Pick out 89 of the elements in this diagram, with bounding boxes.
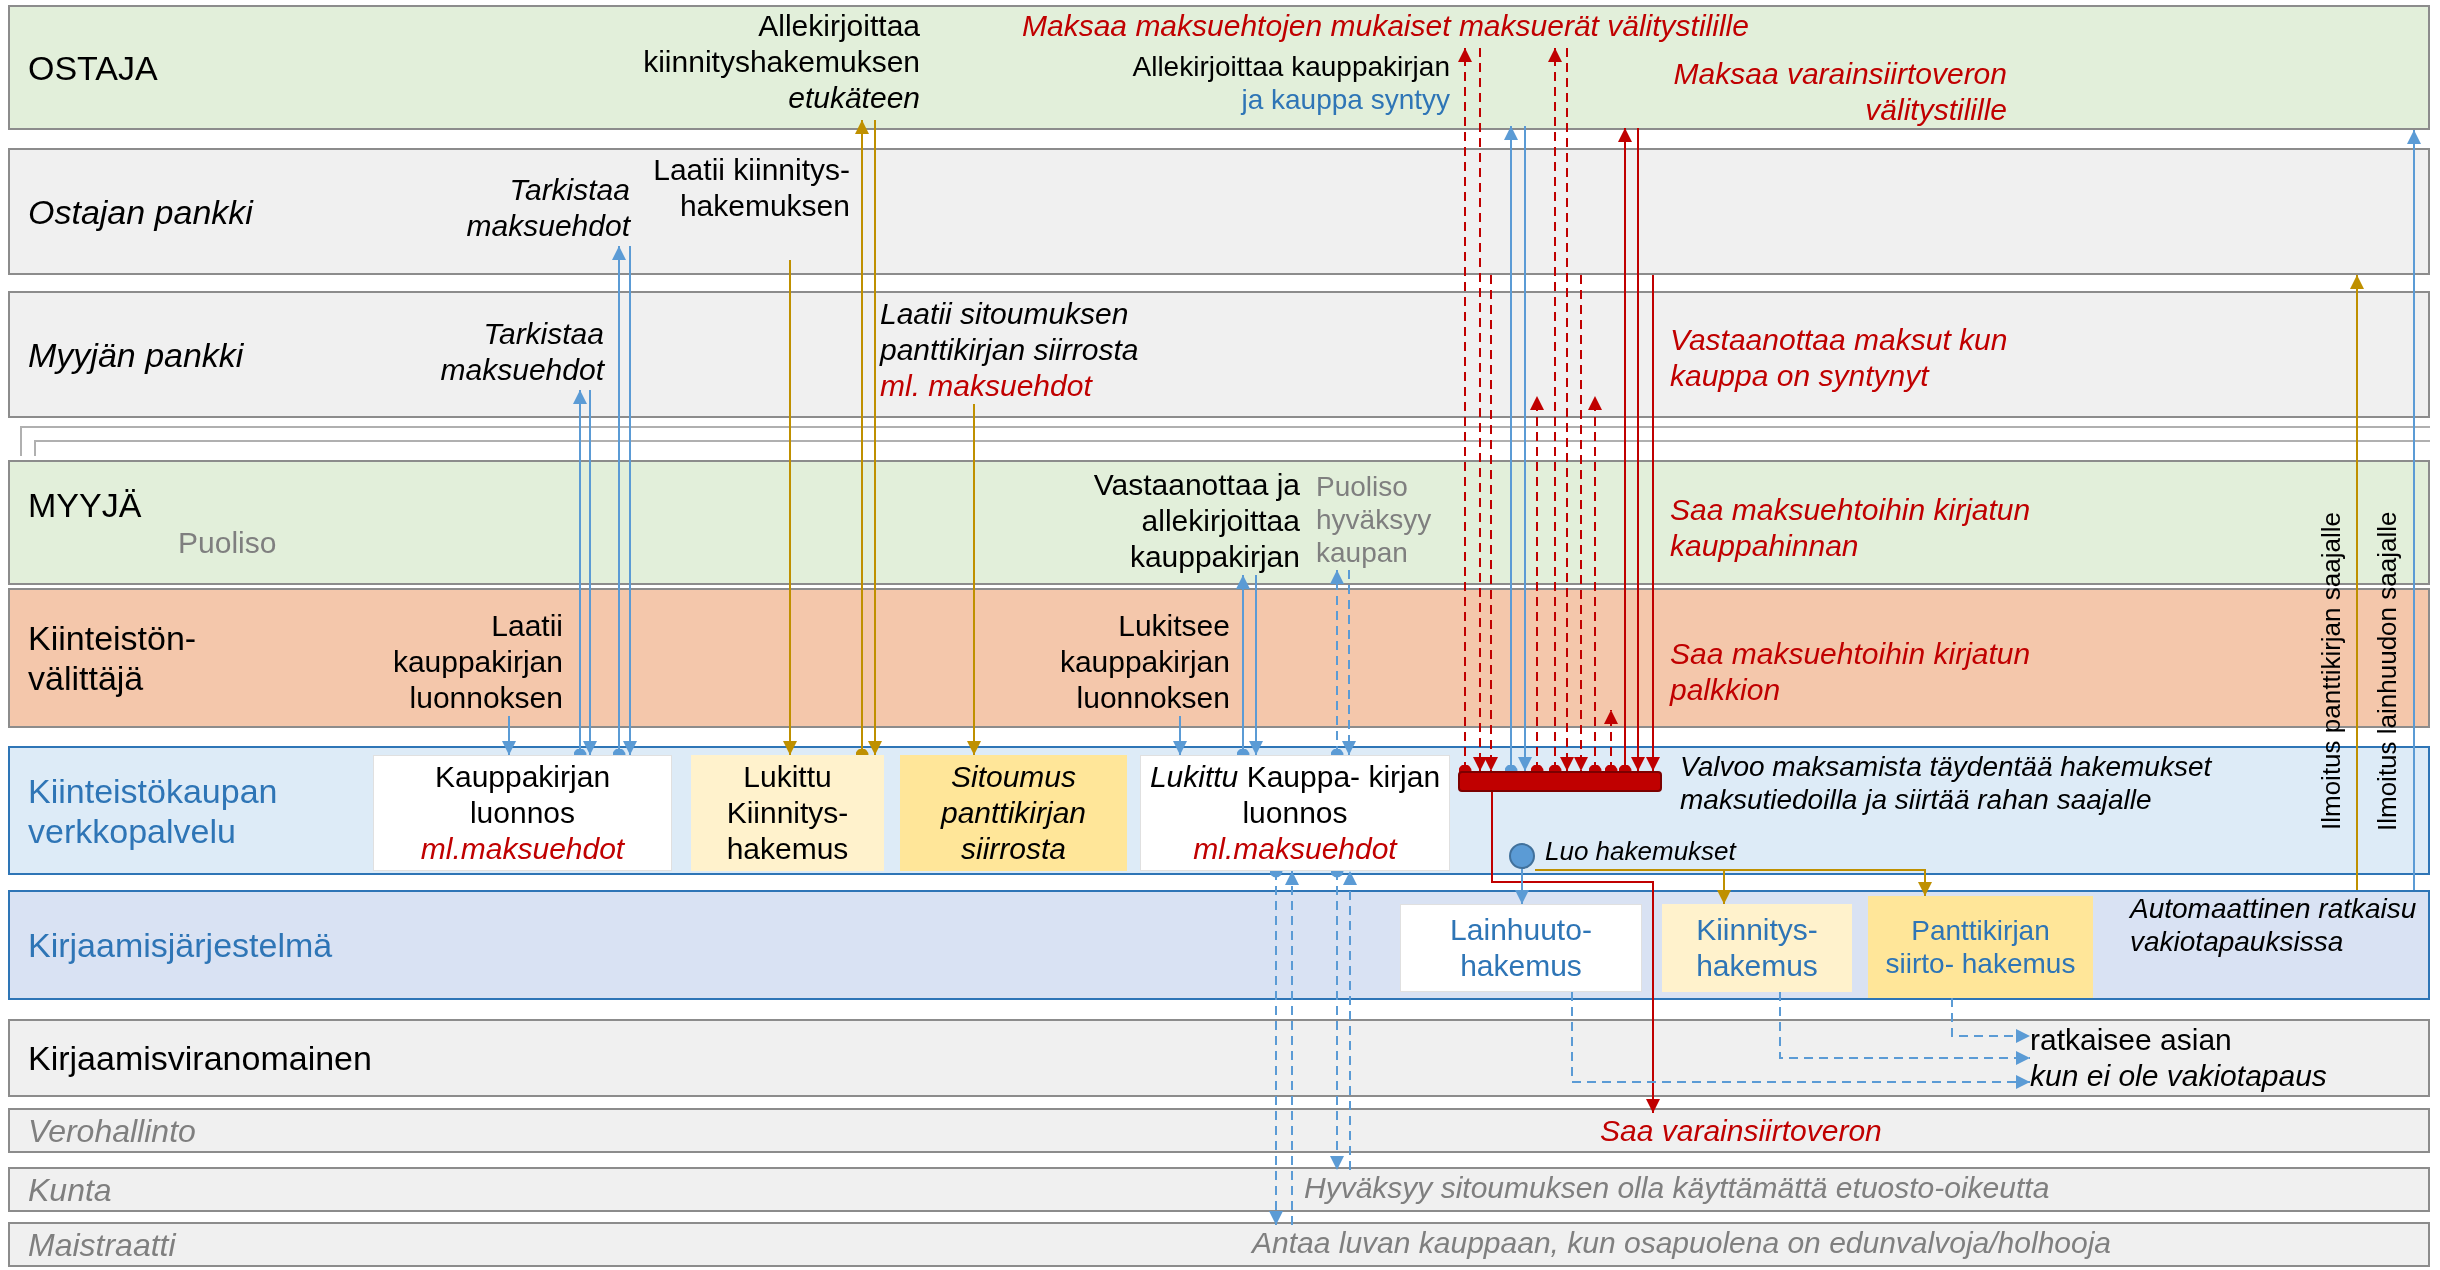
action-text: ja kauppa syntyy bbox=[1239, 83, 1450, 116]
document-box bbox=[691, 755, 884, 871]
box-text: Lukittu Kauppa- kirjan luonnos bbox=[1149, 759, 1441, 831]
dashed-arrow bbox=[1574, 274, 1588, 772]
lane-title: Maistraatti bbox=[28, 1225, 176, 1264]
dashed-arrow bbox=[1571, 991, 2031, 1089]
box-text: Kauppakirjan luonnos bbox=[433, 759, 612, 831]
document-box bbox=[373, 755, 672, 871]
swimlane bbox=[8, 291, 2430, 418]
dashed-arrow bbox=[1343, 870, 1357, 1171]
lane-title: Kiinteistön- välittäjä bbox=[28, 618, 198, 698]
vertical-text: Ilmoitus lainhuudon saajalle bbox=[2372, 467, 2408, 875]
document-box bbox=[900, 755, 1127, 871]
arrow bbox=[502, 715, 516, 756]
lane-title: Kirjaamisviranomainen bbox=[28, 1038, 372, 1078]
arrow bbox=[1491, 791, 1660, 1114]
action-text: Saa maksuehtoihin kirjatun palkkion bbox=[1670, 636, 2050, 710]
action-text: Automaattinen ratkaisu vakiotapauksissa bbox=[2130, 892, 2420, 996]
action-text: Saa maksuehtoihin kirjatun kauppahinnan bbox=[1670, 492, 2050, 566]
box-text: ml.maksuehdot bbox=[1193, 831, 1397, 867]
box-text: Kiinnitys- hakemus bbox=[1695, 912, 1819, 984]
arrow bbox=[1249, 574, 1263, 756]
lane-title: Kirjaamisjärjestelmä bbox=[28, 925, 333, 965]
annotation-text: Luo hakemukset bbox=[1545, 836, 1738, 866]
arrow bbox=[1646, 274, 1660, 772]
action-text: Lukitsee kauppakirjan luonnoksen bbox=[990, 608, 1230, 716]
dashed-arrow bbox=[1779, 991, 2031, 1065]
swimlane bbox=[8, 5, 2430, 130]
dashed-arrow bbox=[1473, 47, 1487, 772]
document-box bbox=[1400, 904, 1642, 992]
box-text: Sitoumus panttikirjan siirrosta bbox=[939, 759, 1088, 867]
lane-title: MYYJÄ bbox=[28, 484, 143, 525]
progress-bar bbox=[1458, 771, 1662, 792]
arrow bbox=[1515, 868, 1529, 905]
lane-title: Verohallinto bbox=[28, 1111, 196, 1150]
action-text: Antaa luvan kauppaan, kun osapuolena on edunvalvoja/holhooja bbox=[1252, 1225, 2352, 1263]
swimlane bbox=[8, 1167, 2430, 1212]
arrow bbox=[1518, 125, 1532, 772]
annotation-text: Valvoo maksamista täydentää hakemukset maksutiedoilla ja siirtää rahan saajalle bbox=[1680, 750, 2213, 816]
box-text: Lukittu Kiinnitys- hakemus bbox=[725, 759, 850, 867]
action-text: kun ei ole vakiotapaus bbox=[2030, 1058, 2328, 1094]
action-text: Tarkistaa maksuehdot bbox=[390, 316, 604, 390]
arrow bbox=[783, 259, 797, 756]
arrow bbox=[583, 389, 597, 756]
arrow bbox=[868, 119, 882, 756]
action-text: Laatii kiinnitys- hakemuksen bbox=[640, 152, 850, 260]
swimlane bbox=[8, 148, 2430, 275]
dashed-arrow bbox=[1951, 997, 2031, 1043]
arrow bbox=[2407, 129, 2421, 891]
lane-subtitle: Puoliso bbox=[177, 524, 277, 561]
action-text: Vastaanottaa maksut kun kauppa on syntynyt bbox=[1670, 322, 2050, 396]
arrow bbox=[967, 403, 981, 756]
lane-title: Ostajan pankki bbox=[28, 191, 253, 232]
arrow bbox=[623, 245, 637, 756]
dashed-arrow bbox=[1342, 569, 1356, 756]
arrow bbox=[1173, 715, 1187, 756]
action-text: ratkaisee asian bbox=[2030, 1022, 2233, 1058]
lane-title: OSTAJA bbox=[28, 47, 158, 88]
action-text: Saa varainsiirtoveron bbox=[1600, 1113, 1980, 1151]
arrow bbox=[1631, 127, 1645, 772]
vertical-text: Ilmoitus panttikirjan saajalle bbox=[2316, 467, 2352, 875]
action-text: Hyväksyy sitoumuksen olla käyttämättä etuosto-oikeutta bbox=[1304, 1170, 2224, 1208]
dashed-arrow bbox=[1484, 274, 1498, 772]
dashed-arrow bbox=[1285, 870, 1299, 1226]
box-text: Panttikirjan siirto- hakemus bbox=[1884, 914, 2077, 980]
action-text: Vastaanottaa ja allekirjoittaa kauppakirjan bbox=[1020, 467, 1300, 575]
box-text: ml.maksuehdot bbox=[420, 831, 625, 867]
document-box bbox=[1140, 755, 1450, 871]
document-box bbox=[1868, 896, 2093, 998]
action-text: Tarkistaa maksuehdot bbox=[420, 172, 630, 246]
action-text: Allekirjoittaa kauppakirjan bbox=[1131, 50, 1450, 83]
action-text: Laatii kauppakirjan luonnoksen bbox=[323, 608, 563, 716]
lane-title: Kiinteistökaupan verkkopalvelu bbox=[28, 770, 279, 851]
action-text: Maksaa maksuehtojen mukaiset maksuerät välitystilille bbox=[1022, 8, 1942, 48]
action-text: Allekirjoittaa kiinnityshakemuksen etukäteen bbox=[590, 8, 920, 120]
swimlane bbox=[8, 1108, 2430, 1153]
dashed-arrow bbox=[1560, 47, 1574, 772]
action-text: Puoliso hyväksyy kaupan bbox=[1316, 470, 1456, 570]
swimlane bbox=[8, 1019, 2430, 1097]
action-text: Maksaa varainsiirtoveron välitystilille bbox=[1587, 56, 2007, 128]
box-text: Lainhuuto- hakemus bbox=[1449, 912, 1593, 984]
lane-title: Kunta bbox=[28, 1170, 112, 1209]
document-box bbox=[1662, 904, 1852, 992]
action-text: ml. maksuehdot bbox=[880, 368, 1094, 404]
arrow bbox=[2350, 274, 2364, 891]
swimlane bbox=[8, 890, 2430, 1000]
lane-title: Myyjän pankki bbox=[28, 334, 244, 375]
swimlane bbox=[8, 1222, 2430, 1267]
action-text: Laatii sitoumuksen panttikirjan siirrosta bbox=[880, 296, 1140, 368]
